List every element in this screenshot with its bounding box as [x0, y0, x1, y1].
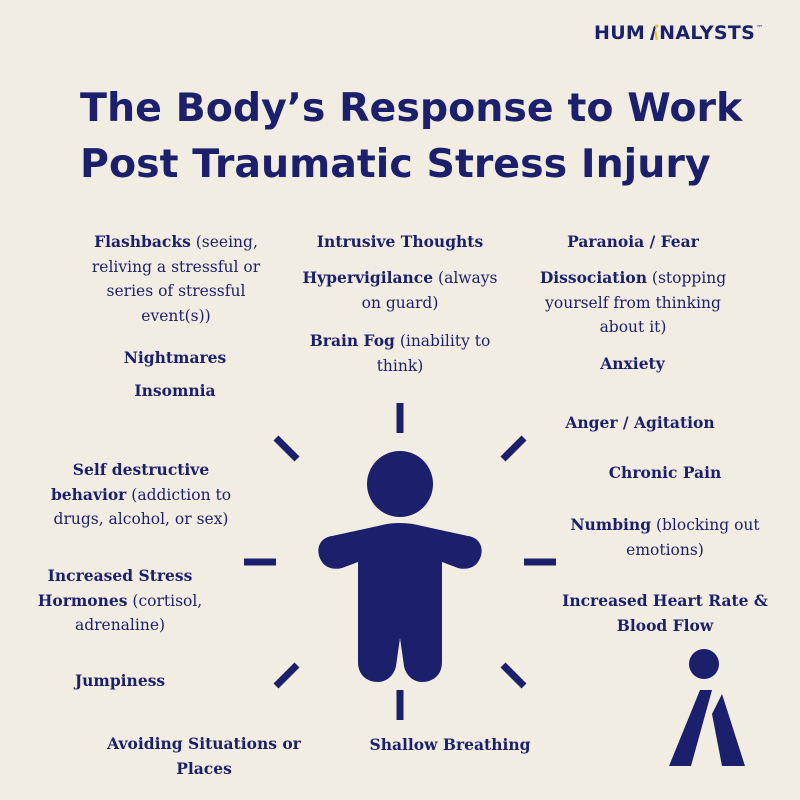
ray-top-right [500, 435, 527, 462]
ray-bottom-left [273, 662, 300, 689]
symptom-intrusive-thoughts: Intrusive Thoughts [300, 230, 500, 255]
brand-a-mark-icon [645, 23, 659, 40]
symptom-term: Jumpiness [74, 671, 166, 690]
brand-name-suffix: NALYSTS [659, 22, 756, 44]
humanalysts-a-mark-icon [669, 649, 745, 766]
symptom-term: Hypervigilance [302, 268, 434, 287]
symptom-hypervigilance: Hypervigilance (always on guard) [300, 266, 500, 315]
symptom-heart-rate: Increased Heart Rate & Blood Flow [560, 589, 770, 638]
page-title: The Body’s Response to Work Post Traumat… [80, 80, 780, 192]
symptom-stress-hormones: Increased Stress Hormones (cortisol, adr… [30, 564, 210, 638]
symptom-chronic-pain: Chronic Pain [585, 461, 745, 486]
symptom-term: Intrusive Thoughts [316, 232, 484, 251]
symptom-term: Increased Stress Hormones [37, 566, 193, 610]
symptom-description: (addiction to drugs, alcohol, or sex) [53, 485, 232, 529]
symptom-description: (blocking out emotions) [626, 516, 760, 559]
symptom-description: (always on guard) [361, 269, 498, 312]
symptom-description: (inability to think) [376, 332, 491, 375]
symptom-term: Dissociation [539, 268, 647, 287]
symptom-flashbacks: Flashbacks (seeing, reliving a stressful… [88, 230, 264, 328]
symptom-self-destructive: Self destructive behavior (addiction to … [40, 458, 242, 532]
symptom-term: Brain Fog [309, 331, 395, 350]
symptom-term: Nightmares [123, 348, 227, 367]
symptom-term: Paranoia / Fear [567, 232, 699, 251]
symptom-dissociation: Dissociation (stopping yourself from thi… [534, 266, 732, 340]
symptom-paranoia: Paranoia / Fear [548, 230, 718, 255]
symptom-insomnia: Insomnia [95, 379, 255, 404]
symptom-shallow-breathing: Shallow Breathing [360, 733, 540, 758]
person-icon [318, 451, 482, 682]
symptom-term: Anxiety [600, 354, 665, 373]
symptom-anger: Anger / Agitation [550, 411, 730, 436]
brand-logo: HUM NALYSTS™ [594, 22, 763, 44]
symptom-term: Self destructive behavior [50, 460, 210, 504]
symptom-term: Increased Heart Rate & Blood Flow [562, 591, 768, 635]
symptom-term: Flashbacks [94, 232, 191, 251]
symptom-term: Chronic Pain [608, 463, 722, 482]
symptom-anxiety: Anxiety [555, 352, 710, 377]
symptom-numbing: Numbing (blocking out emotions) [566, 513, 764, 562]
symptom-term: Avoiding Situations or Places [107, 734, 301, 778]
trademark-symbol: ™ [756, 24, 764, 32]
symptom-term: Numbing [570, 515, 652, 534]
title-line-2: Post Traumatic Stress Injury [80, 141, 711, 187]
symptom-term: Shallow Breathing [369, 735, 531, 754]
symptom-term: Insomnia [134, 381, 216, 400]
symptom-jumpiness: Jumpiness [60, 669, 180, 694]
symptom-nightmares: Nightmares [95, 346, 255, 371]
symptom-description: (cortisol, adrenaline) [74, 591, 203, 635]
symptom-description: (stopping yourself from thinking about i… [545, 269, 727, 336]
brand-name-prefix: HUM [594, 22, 646, 44]
symptom-description: (seeing, reliving a stressful or series … [91, 233, 261, 325]
title-line-1: The Body’s Response to Work [80, 85, 743, 131]
radiating-rays [244, 403, 556, 720]
symptom-avoiding: Avoiding Situations or Places [100, 732, 308, 781]
symptom-term: Anger / Agitation [565, 413, 715, 432]
ray-top-left [273, 435, 300, 462]
ray-bottom-right [500, 662, 527, 689]
symptom-brain-fog: Brain Fog (inability to think) [305, 329, 495, 378]
